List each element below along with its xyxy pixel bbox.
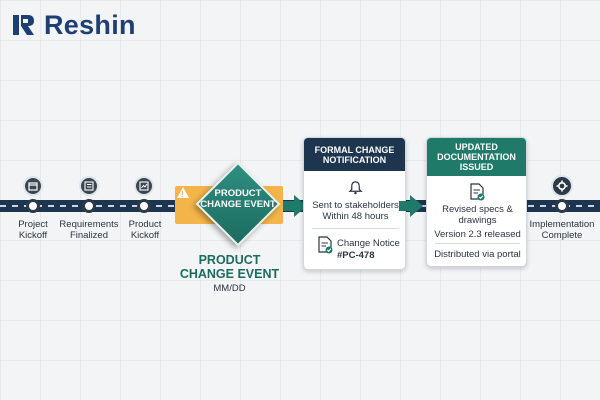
change-event-title: PRODUCT CHANGE EVENT [179,253,280,281]
sent-to-stakeholders-text: Sent to stakeholders Within 48 hours [312,200,399,222]
warning-icon-mark: ! [181,190,184,199]
calendar-icon [23,176,43,196]
reshin-logo-icon [13,15,34,35]
timeline-node-requirements-finalized [82,199,96,213]
change-notice-id: #PC-478 [337,250,375,261]
brand-name: Reshin [44,9,136,40]
timeline-node-project-kickoff [26,199,40,213]
formal-change-notification-card: FORMAL CHANGE NOTIFICATION Sent to stake… [303,137,406,270]
diamond-label: PRODUCT CHANGE EVENT [200,188,276,210]
document-check-icon [470,183,485,201]
milestone-label-implementation-complete: Implementation Complete [529,219,595,241]
distributed-via-portal-text: Distributed via portal [434,249,521,260]
documentation-card-header: UPDATED DOCUMENTATION ISSUED [427,138,526,176]
milestone-label-project-kickoff: Project Kickoff [18,219,48,241]
notification-card-header: FORMAL CHANGE NOTIFICATION [304,138,405,171]
change-event-date: MM/DD [213,283,246,294]
milestone-label-product-kickoff: Product Kickoff [128,219,162,241]
change-notice-label: Change Notice [337,238,400,249]
card-divider [435,243,520,244]
document-check-icon [318,236,333,254]
chart-icon [134,176,154,196]
bell-icon [348,181,363,195]
updated-documentation-card: UPDATED DOCUMENTATION ISSUED Revised spe… [426,137,527,267]
warning-icon [177,187,189,198]
milestone-label-requirements-finalized: Requirements Finalized [59,219,119,241]
arrow-right-icon [399,195,423,217]
version-released-text: Version 2.3 released [434,229,521,240]
product-change-event-diamond: PRODUCT CHANGE EVENT [195,161,281,247]
card-divider [312,228,399,229]
gear-icon [551,175,573,197]
checklist-icon [79,176,99,196]
brand-logo: Reshin [12,10,136,40]
revised-specs-text: Revised specs & drawings [442,204,513,226]
timeline-node-implementation-complete [555,199,569,213]
timeline-node-product-kickoff [137,199,151,213]
